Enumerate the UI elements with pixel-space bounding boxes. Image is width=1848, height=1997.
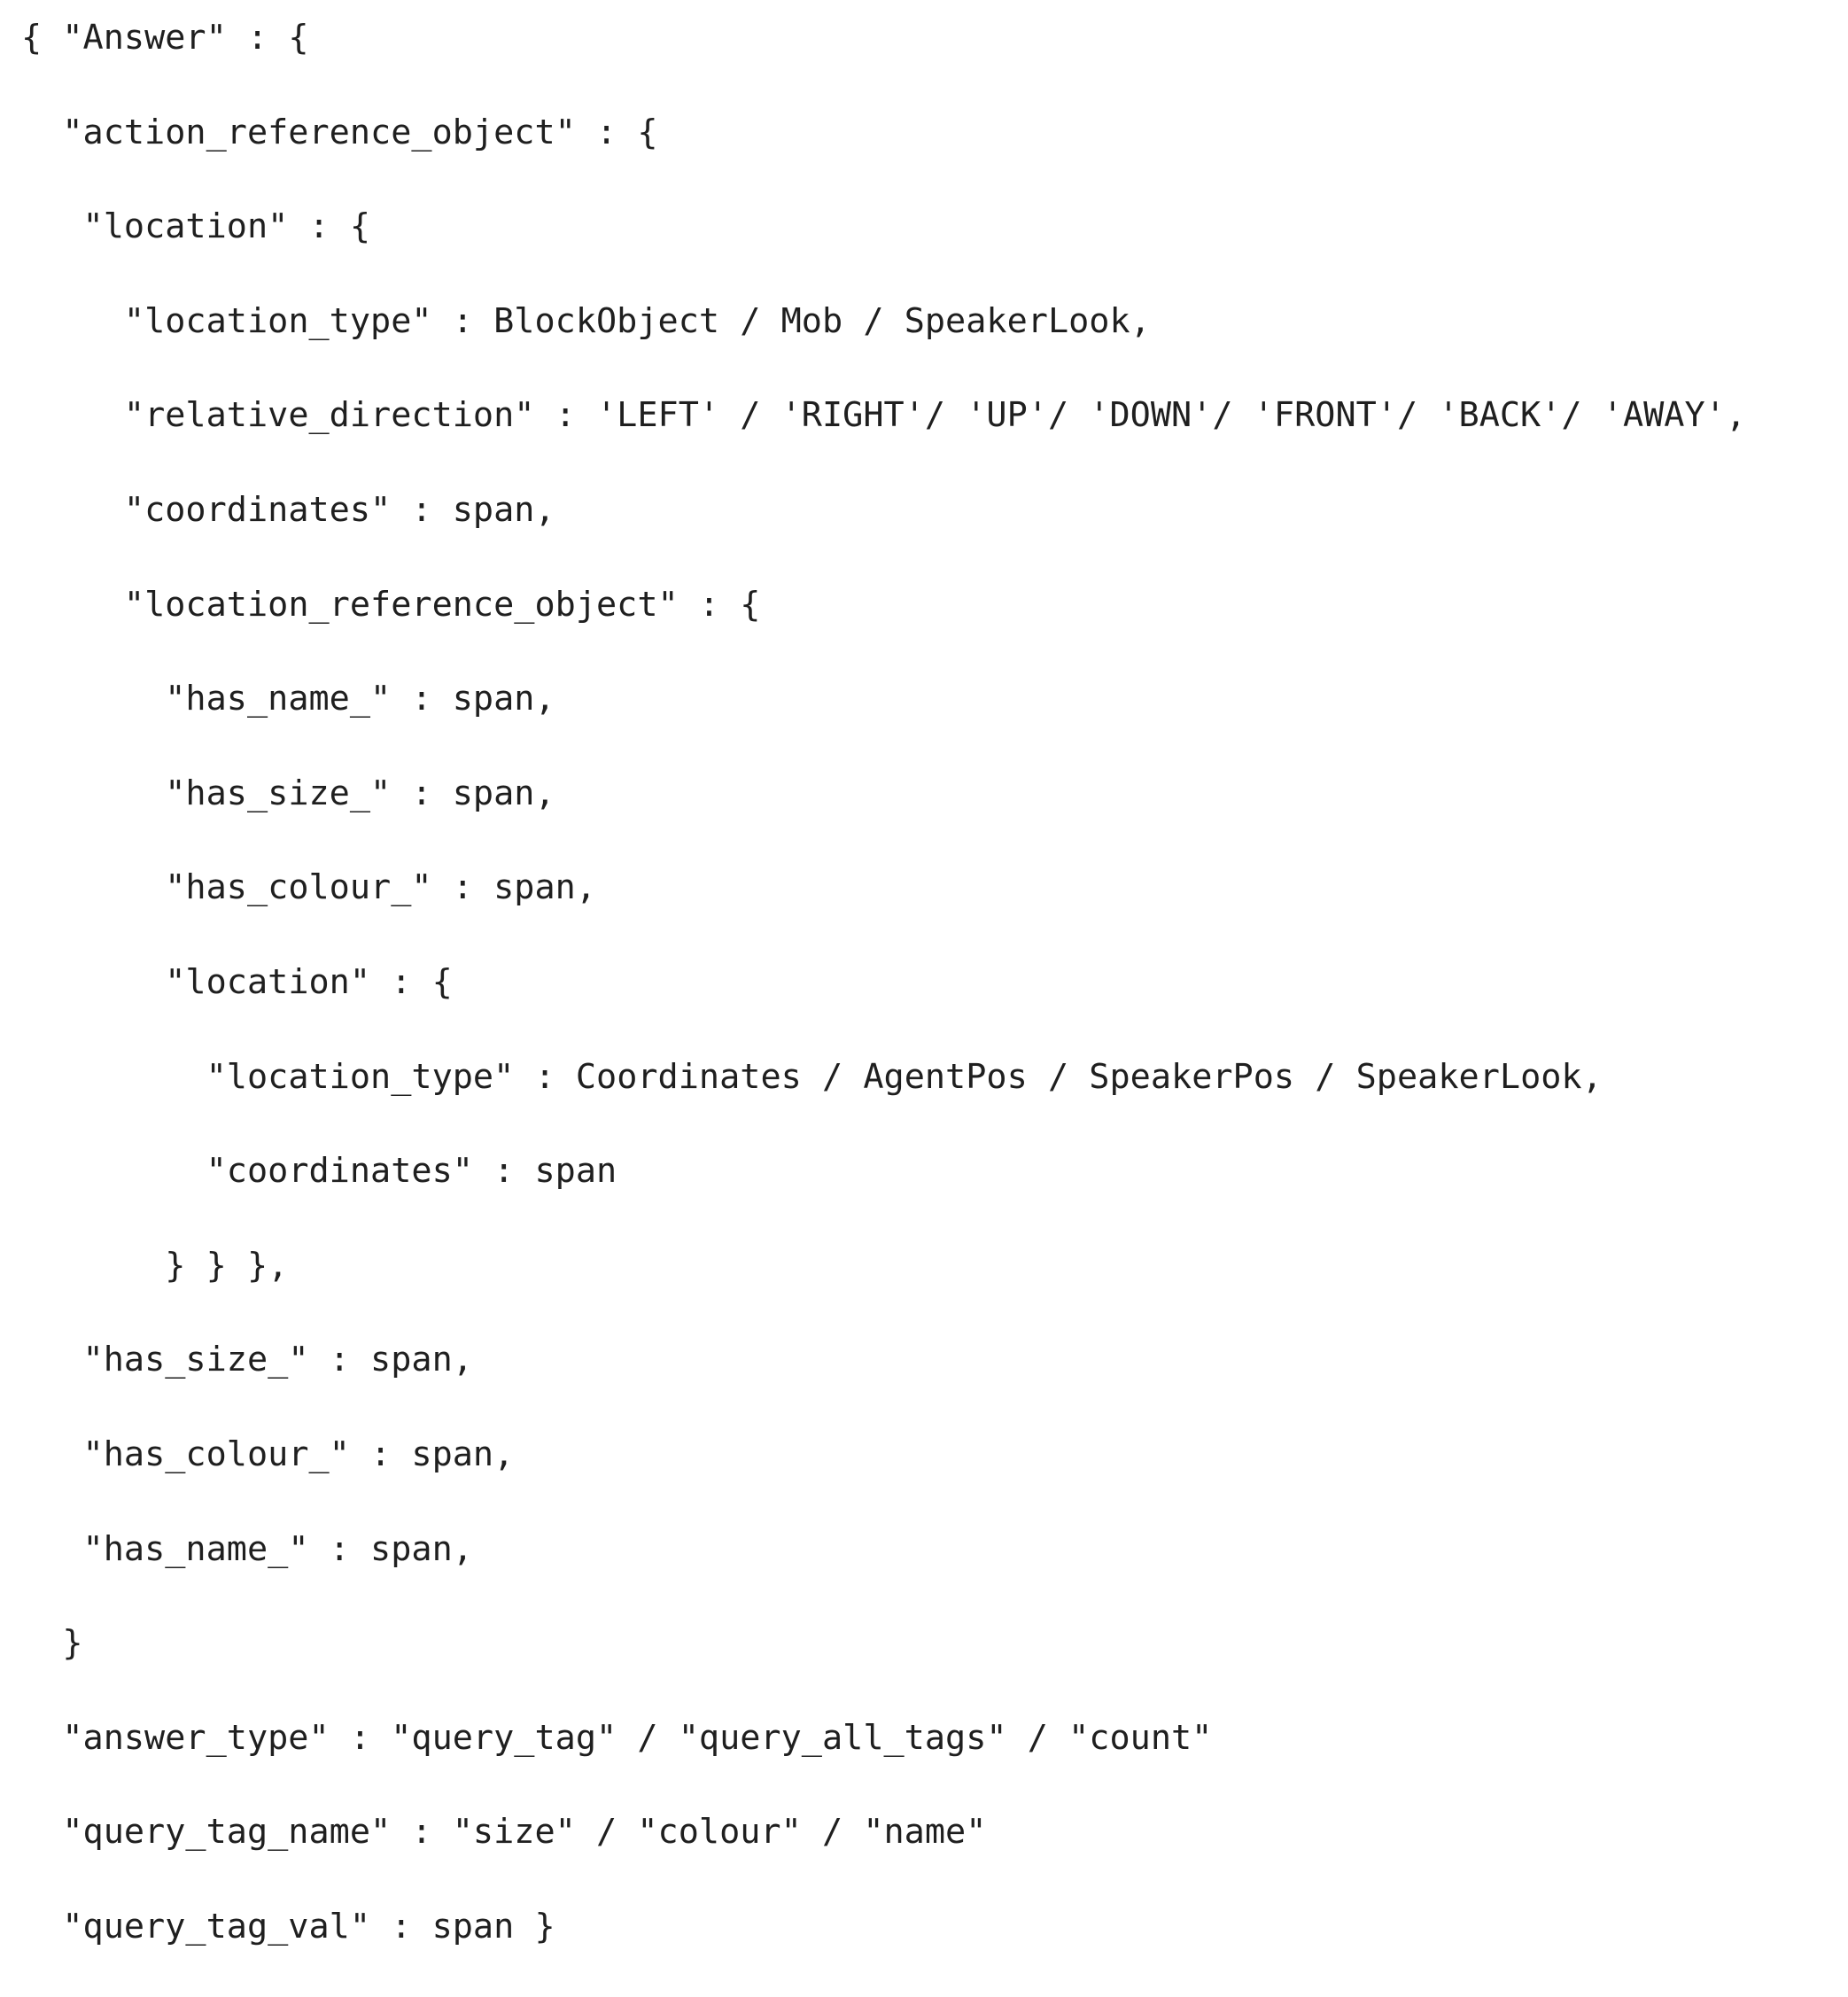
code-line-15: "has_size_" : span,	[82, 1340, 473, 1380]
code-line-10: "has_colour_" : span,	[165, 867, 597, 908]
code-line-4: "location_type" : BlockObject / Mob / Sp…	[123, 300, 1151, 341]
code-line-5: "relative_direction" : 'LEFT' / 'RIGHT'/…	[123, 395, 1747, 436]
code-line-20: "query_tag_name" : "size" / "colour" / "…	[62, 1812, 987, 1853]
code-block: { "Answer" : { "action_reference_object"…	[0, 14, 1746, 1997]
code-line-16: "has_colour_" : span,	[82, 1434, 515, 1474]
code-line-12: "location_type" : Coordinates / AgentPos…	[206, 1056, 1603, 1097]
code-line-6: "coordinates" : span,	[123, 489, 555, 530]
code-line-11: "location" : {	[165, 961, 453, 1002]
code-line-17: "has_name_" : span,	[82, 1528, 473, 1569]
code-line-2: "action_reference_object" : {	[62, 112, 658, 152]
code-line-9: "has_size_" : span,	[165, 773, 555, 813]
code-line-8: "has_name_" : span,	[165, 679, 555, 719]
code-line-3: "location" : {	[82, 206, 371, 247]
code-line-14: } } },	[165, 1245, 289, 1286]
code-line-18: }	[62, 1623, 83, 1664]
code-line-13: "coordinates" : span	[206, 1151, 617, 1192]
code-line-21: "query_tag_val" : span }	[62, 1906, 555, 1946]
code-line-1: { "Answer" : {	[21, 18, 309, 58]
code-line-19: "answer_type" : "query_tag" / "query_all…	[62, 1717, 1213, 1758]
code-line-7: "location_reference_object" : {	[123, 584, 761, 625]
